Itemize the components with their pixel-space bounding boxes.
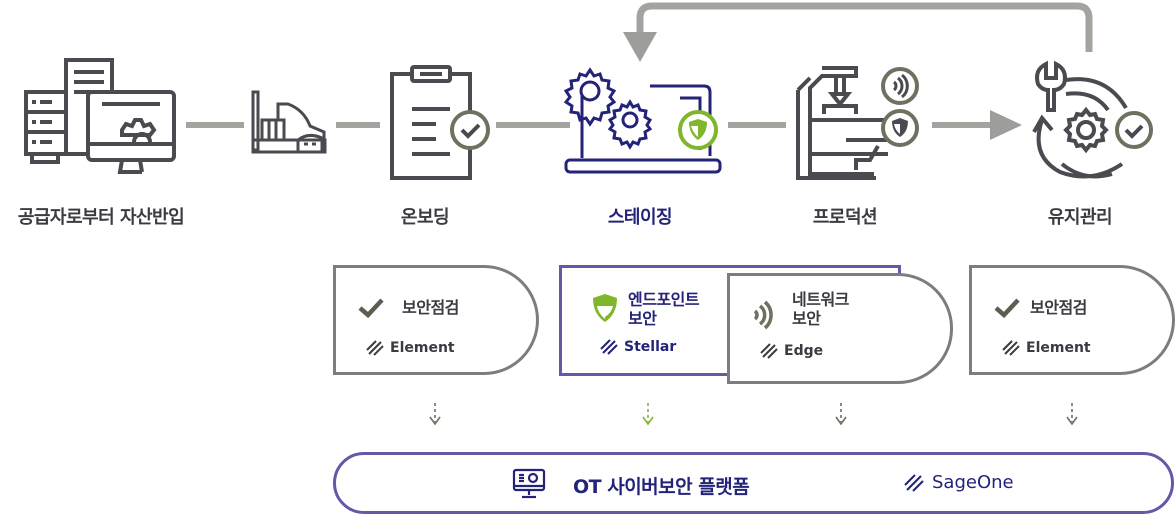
product-name: Element	[1026, 340, 1091, 356]
stage-label-supply: 공급자로부터 자산반입	[17, 207, 185, 228]
flow-connectors	[186, 2, 1093, 140]
card-title: 네트워크 보안	[792, 290, 849, 328]
stage-label-production: 프로덕션	[812, 207, 878, 228]
stage-label-staging: 스테이징	[607, 207, 673, 228]
onboarding-security-check-card: 보안점검 Element	[333, 265, 539, 375]
monitor-icon	[512, 468, 546, 499]
checkmark-icon	[994, 298, 1020, 318]
product-hatch-icon	[760, 343, 778, 359]
loop-back-connector	[636, 2, 1093, 52]
product-element: Element	[366, 340, 455, 356]
product-name: SageOne	[932, 472, 1014, 493]
machine-press-icon	[796, 66, 919, 180]
network-security-card: 네트워크 보안 Edge	[727, 273, 953, 384]
product-name: Stellar	[624, 339, 677, 355]
product-hatch-icon	[904, 473, 924, 492]
product-hatch-icon	[600, 339, 618, 355]
wireless-signal-icon	[753, 300, 773, 330]
product-element: Element	[1002, 340, 1091, 356]
dashed-arrow-endpoint	[642, 403, 654, 426]
clipboard-check-icon	[390, 65, 490, 180]
factory-icon	[251, 90, 327, 154]
laptop-gears-shield-icon	[563, 67, 722, 174]
arrowhead-to-staging	[623, 32, 657, 62]
product-edge: Edge	[760, 343, 823, 359]
server-monitor-gear-icon	[24, 58, 176, 174]
checkmark-icon	[358, 298, 384, 318]
card-title: 엔드포인트 보안	[628, 290, 700, 328]
shield-icon	[593, 294, 617, 322]
card-title: 보안점검	[402, 298, 459, 317]
product-sageone: SageOne	[904, 472, 1014, 493]
product-hatch-icon	[366, 340, 384, 356]
stage-label-onboarding: 온보딩	[400, 207, 450, 228]
dashed-arrow-maintenance	[1066, 403, 1078, 426]
arrowhead-to-maintenance	[990, 110, 1022, 140]
product-name: Element	[390, 340, 455, 356]
platform-title: OT 사이버보안 플랫폼	[573, 476, 750, 498]
dashed-arrow-onboarding	[429, 403, 441, 426]
wrench-gear-cycle-icon	[1032, 60, 1153, 179]
maintenance-security-check-card: 보안점검 Element	[969, 265, 1175, 375]
card-title: 보안점검	[1030, 298, 1087, 317]
ot-cybersecurity-platform-bar: OT 사이버보안 플랫폼 SageOne	[333, 452, 1174, 514]
product-stellar: Stellar	[600, 339, 676, 355]
stage-label-maintenance: 유지관리	[1047, 207, 1113, 228]
dashed-arrows	[429, 403, 1078, 426]
product-name: Edge	[784, 343, 824, 359]
dashed-arrow-network	[835, 403, 847, 426]
product-hatch-icon	[1002, 340, 1020, 356]
